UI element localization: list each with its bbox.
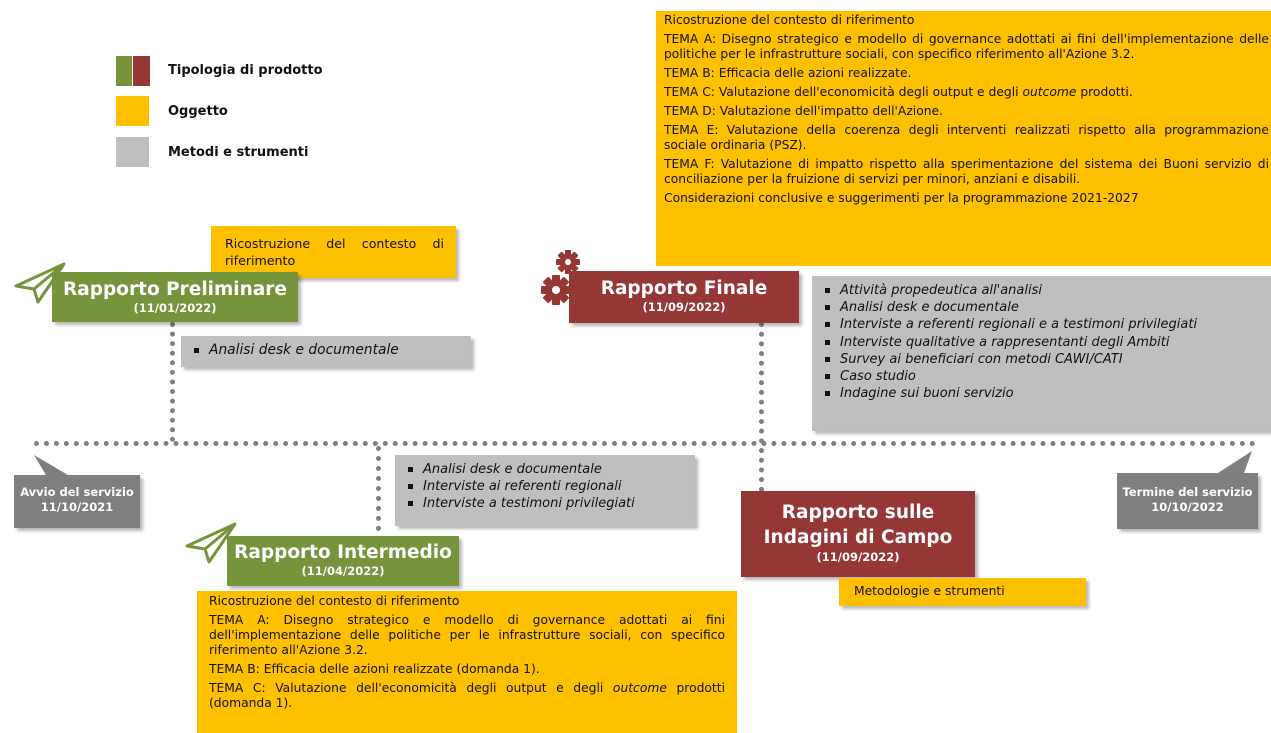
indagini-date: (11/09/2022): [816, 550, 900, 564]
finale-metodi-item: Interviste a referenti regionali e a tes…: [822, 316, 1271, 333]
intermedio-metodi-item: Interviste ai referenti regionali: [405, 478, 695, 495]
preliminare-label: Rapporto Preliminare (11/01/2022): [52, 272, 298, 322]
intermedio-oggetto-item: Ricostruzione del contesto di riferiment…: [209, 594, 460, 608]
callout-end: Termine del servizio 10/10/2022: [1117, 473, 1258, 529]
indagini-oggetto-item: Metodologie e strumenti: [854, 584, 1005, 598]
preliminare-title: Rapporto Preliminare: [63, 279, 287, 300]
indagini-title-line1: Rapporto sulle: [781, 502, 935, 523]
intermedio-title: Rapporto Intermedio: [234, 542, 452, 563]
finale-metodi-item: Caso studio: [822, 368, 1271, 385]
finale-oggetto-item: TEMA C: Valutazione dell'economicità deg…: [664, 85, 1133, 99]
timeline-line: [34, 441, 1256, 446]
preliminare-metodi-item: Analisi desk e documentale: [191, 342, 471, 359]
finale-metodi-item: Survey ai beneficiari con metodi CAWI/CA…: [822, 351, 1271, 368]
finale-oggetto-item: TEMA E: Valutazione della coerenza degli…: [664, 123, 1269, 152]
connector-intermedio: [376, 446, 381, 541]
finale-metodi-item: Interviste qualitative a rappresentanti …: [822, 334, 1271, 351]
callout-start-pointer: [34, 455, 68, 475]
intermedio-metodi-item: Analisi desk e documentale: [405, 461, 695, 478]
indagini-oggetto-box: Metodologie e strumenti: [839, 578, 1086, 606]
intermedio-oggetto-item: TEMA C: Valutazione dell'economicità deg…: [209, 681, 725, 710]
legend-label-oggetto: Oggetto: [168, 104, 228, 119]
callout-start: Avvio del servizio 11/10/2021: [14, 475, 140, 528]
legend-label-tipologia: Tipologia di prodotto: [168, 63, 323, 78]
finale-metodi-item: Analisi desk e documentale: [822, 299, 1271, 316]
connector-finale: [759, 322, 764, 492]
intermedio-metodi-item: Interviste a testimoni privilegiati: [405, 495, 695, 512]
legend-label-metodi: Metodi e strumenti: [168, 145, 309, 160]
legend-swatch-metodi: [116, 137, 149, 167]
callout-start-label: Avvio del servizio: [20, 485, 134, 499]
finale-oggetto-item: TEMA F: Valutazione di impatto rispetto …: [664, 157, 1269, 186]
finale-metodi-item: Indagine sui buoni servizio: [822, 385, 1271, 402]
finale-date: (11/09/2022): [642, 300, 726, 314]
preliminare-oggetto-box: Ricostruzione del contesto di riferiment…: [211, 226, 456, 278]
finale-oggetto-item: TEMA D: Valutazione dell'impatto dell'Az…: [664, 104, 944, 118]
intermedio-date: (11/04/2022): [301, 564, 385, 578]
callout-end-label: Termine del servizio: [1122, 485, 1253, 499]
intermedio-oggetto-item: TEMA A: Disegno strategico e modello di …: [209, 613, 725, 657]
finale-oggetto-item: Ricostruzione del contesto di riferiment…: [664, 13, 915, 27]
indagini-label: Rapporto sulle Indagini di Campo (11/09/…: [741, 491, 975, 577]
preliminare-oggetto-item: Ricostruzione del contesto di riferiment…: [225, 236, 444, 268]
callout-end-pointer: [1218, 451, 1252, 473]
indagini-title-line2: Indagini di Campo: [763, 527, 953, 548]
finale-oggetto-item: TEMA A: Disegno strategico e modello di …: [664, 32, 1269, 61]
preliminare-date: (11/01/2022): [133, 301, 217, 315]
legend-swatch-tipologia: [116, 56, 132, 86]
gears-icon: [541, 250, 580, 305]
finale-metodi-box: Attività propedeutica all'analisi Analis…: [812, 276, 1271, 431]
legend-swatch-oggetto: [116, 96, 149, 126]
callout-start-date: 11/10/2021: [40, 500, 114, 514]
intermedio-metodi-box: Analisi desk e documentale Interviste ai…: [395, 455, 695, 526]
finale-oggetto-item: TEMA B: Efficacia delle azioni realizzat…: [664, 66, 912, 80]
callout-end-date: 10/10/2022: [1151, 500, 1224, 514]
paper-plane-icon: [185, 522, 237, 564]
connector-preliminare: [170, 322, 175, 442]
preliminare-metodi-box: Analisi desk e documentale: [181, 336, 471, 367]
finale-oggetto-item: Considerazioni conclusive e suggerimenti…: [664, 191, 1139, 205]
finale-title: Rapporto Finale: [600, 278, 768, 299]
finale-oggetto-box: Ricostruzione del contesto di riferiment…: [656, 11, 1271, 266]
finale-metodi-item: Attività propedeutica all'analisi: [822, 282, 1271, 299]
paper-plane-icon: [14, 262, 66, 304]
intermedio-oggetto-box: Ricostruzione del contesto di riferiment…: [197, 591, 737, 733]
intermedio-oggetto-item: TEMA B: Efficacia delle azioni realizzat…: [209, 662, 540, 676]
legend-swatch-tipologia-red: [133, 56, 150, 86]
intermedio-label: Rapporto Intermedio (11/04/2022): [227, 536, 459, 586]
finale-label: Rapporto Finale (11/09/2022): [569, 271, 799, 323]
